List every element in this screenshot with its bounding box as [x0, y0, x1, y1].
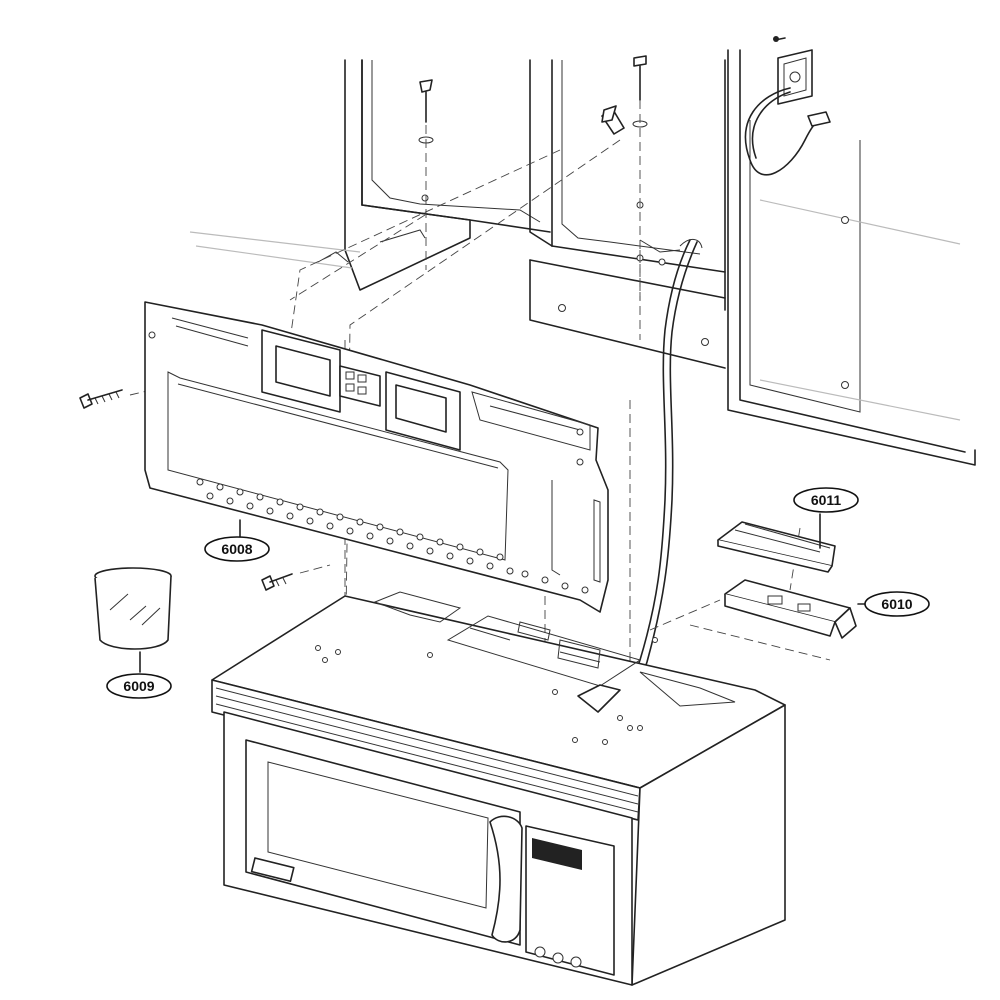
mounting-plate: [144, 301, 609, 613]
plate-holes: [196, 478, 589, 594]
callout-label-6008: 6008: [221, 541, 252, 557]
callout-6008: 6008: [204, 536, 270, 562]
fasteners: [79, 55, 666, 591]
callout-6011: 6011: [793, 487, 859, 513]
callout-label-6009: 6009: [123, 678, 154, 694]
callout-label-6010: 6010: [881, 596, 912, 612]
callout-6010: 6010: [864, 591, 930, 617]
callout-6009: 6009: [106, 673, 172, 699]
microwave-oven: [211, 591, 786, 986]
upper-cabinets: [189, 49, 976, 466]
template-sheet: [94, 567, 172, 650]
callout-label-6011: 6011: [811, 492, 842, 508]
damper-parts: [717, 521, 857, 639]
wall-outlet-and-cord: [609, 36, 831, 709]
